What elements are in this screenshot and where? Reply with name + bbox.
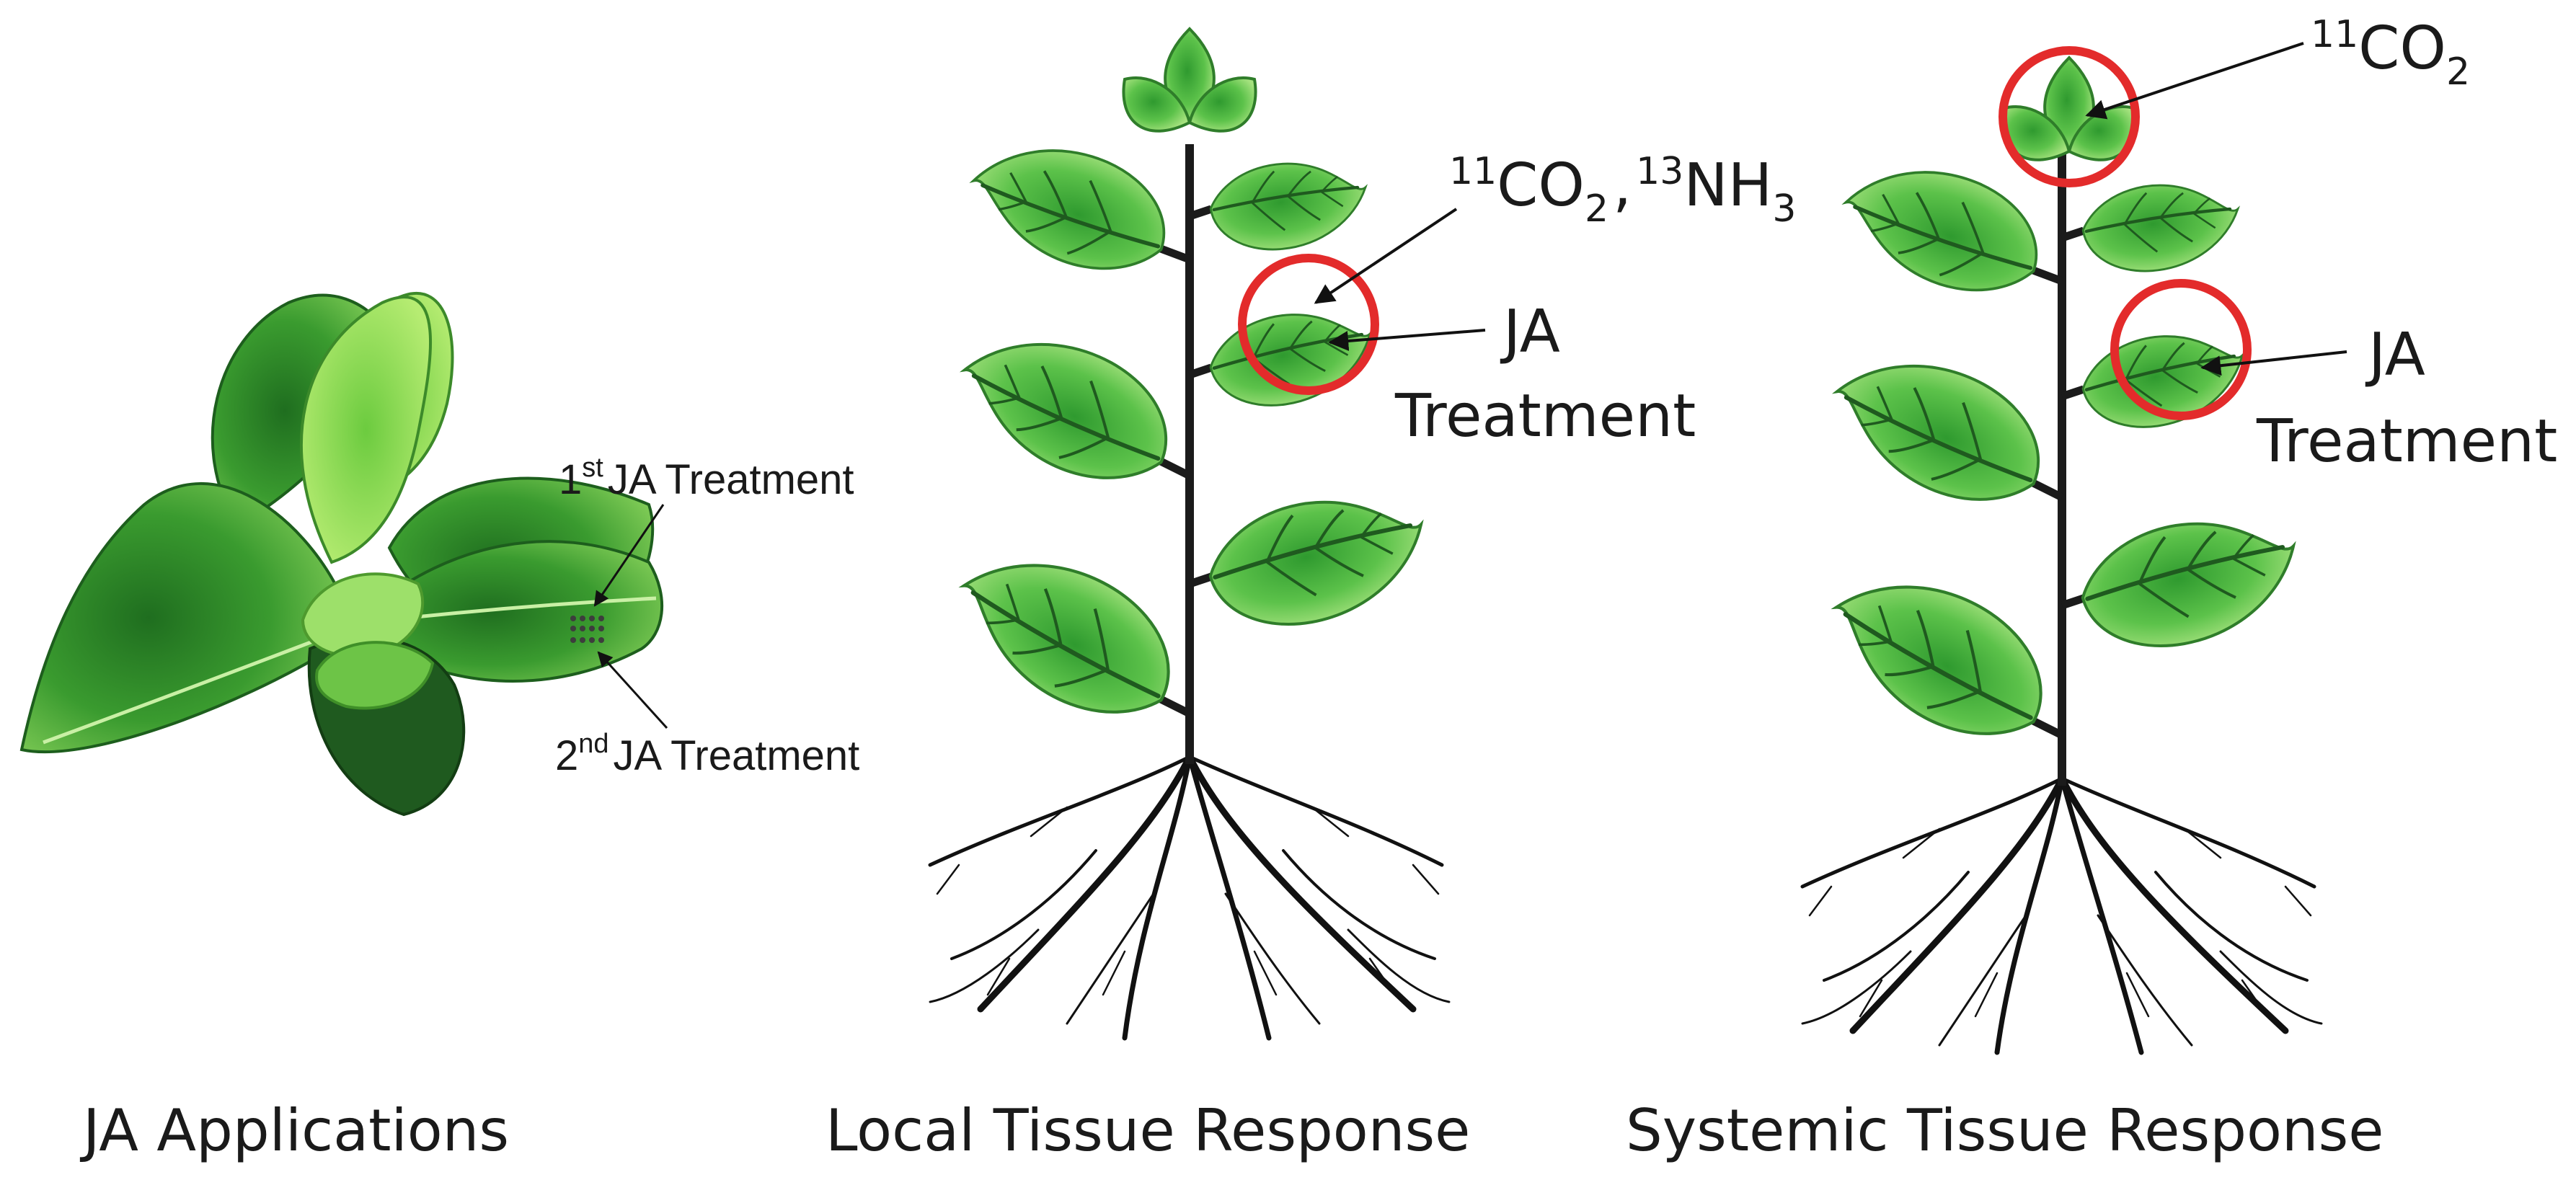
- systemic-treated-highlight-circle: [2110, 279, 2252, 420]
- local-treatment-label-line2: Treatment: [1394, 382, 1696, 451]
- first-treatment-arrow: [593, 504, 665, 607]
- local-treatment-arrow: [1328, 329, 1486, 351]
- local-highlight-circle: [1238, 254, 1379, 395]
- systemic-plant-illustration: [1800, 46, 2323, 1055]
- systemic-treatment-label-line2: Treatment: [2256, 407, 2557, 476]
- local-plant-illustration: [928, 27, 1451, 1041]
- panel-title-systemic-tissue-response: Systemic Tissue Response: [1626, 1097, 2384, 1164]
- tobacco-plant-illustration: [19, 292, 664, 817]
- panel-title-local-tissue-response: Local Tissue Response: [826, 1097, 1471, 1164]
- local-isotope-label: 11CO2,13NH3: [1449, 150, 1796, 231]
- systemic-treatment-label-line1: JA: [2365, 321, 2425, 389]
- systemic-isotope-label: 11CO2: [2311, 13, 2470, 94]
- systemic-top-highlight-circle: [1999, 46, 2140, 187]
- systemic-treatment-arrow: [2200, 350, 2347, 376]
- treatment-dots: [570, 616, 604, 643]
- panel-title-ja-applications: JA Applications: [83, 1097, 510, 1164]
- local-isotope-arrow: [1314, 208, 1458, 304]
- local-roots: [928, 753, 1451, 1041]
- systemic-isotope-arrow: [2085, 42, 2304, 120]
- systemic-roots: [1800, 775, 2323, 1055]
- local-treatment-label-line1: JA: [1500, 298, 1560, 366]
- second-treatment-arrow: [597, 651, 668, 729]
